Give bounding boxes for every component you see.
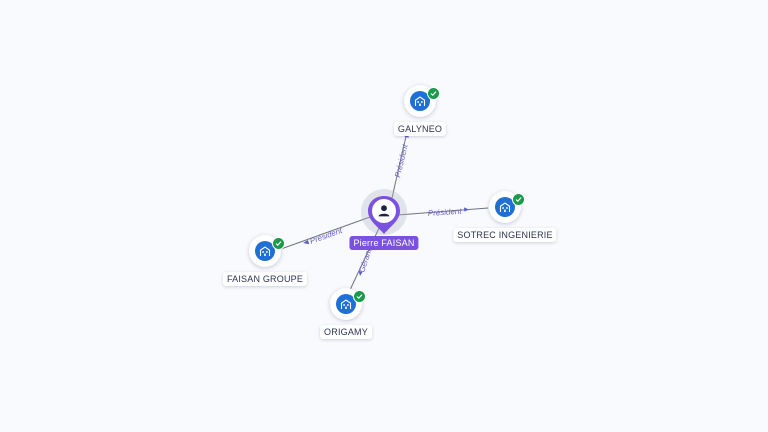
company-name-sotrec-ingenierie[interactable]: SOTREC INGENIERIE [453,228,557,242]
building-icon [259,246,271,256]
company-name-galyneo[interactable]: GALYNEO [393,122,447,136]
company-bubble[interactable] [404,85,436,117]
edge-sotrec: Président [397,207,489,218]
edge-label-faisan-groupe: Président [309,226,345,246]
verified-check-icon [272,237,285,250]
edge-galyneo: Président [391,131,410,199]
person-icon [378,205,390,217]
edge-label-sotrec: Président [428,207,463,218]
verified-check-icon [353,290,366,303]
verified-check-icon [427,87,440,100]
building-icon [414,96,426,106]
verified-check-icon [512,193,525,206]
edge-label-origamy: Gérant [357,247,373,274]
company-name-origamy[interactable]: ORIGAMY [320,325,372,339]
company-name-faisan-groupe[interactable]: FAISAN GROUPE [222,272,308,286]
person-name-label[interactable]: Pierre FAISAN [349,236,419,250]
person-pin[interactable] [366,194,402,238]
building-icon [499,202,511,212]
building-icon [340,299,352,309]
edge-label-galyneo: Président [393,143,410,179]
